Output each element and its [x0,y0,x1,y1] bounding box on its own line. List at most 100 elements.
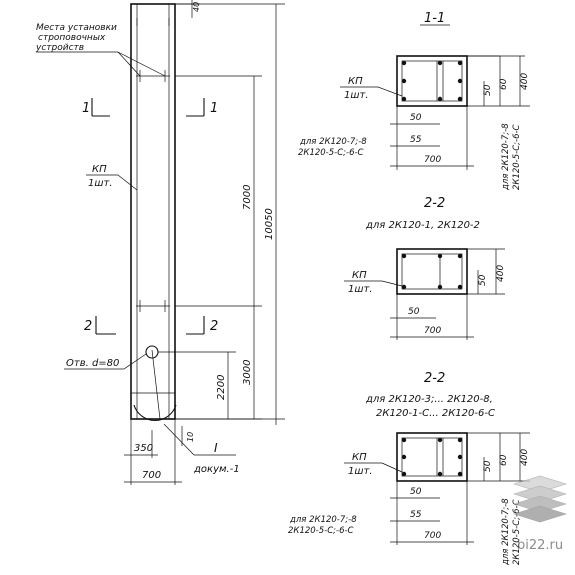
section-mark-2-left: 2 [84,319,92,334]
s11-note-left-1: для 2К120-7;-8 [299,137,367,147]
s11-dim-55-text: 55 [410,135,422,145]
watermark-text: bi22.ru [517,538,563,553]
rebar-dot [437,96,443,102]
section-2-2-b-stirrup [401,437,463,477]
section-1-1-kp-qty: 1шт. [344,90,369,101]
section-2-2-b-kp-label: КП [352,452,367,463]
s22a-dim-700-text: 700 [424,326,441,336]
rebar-dot [401,253,407,259]
dim-2200-text: 2200 [216,375,227,400]
section-1-1-kp-label: КП [348,76,363,87]
s11-dim-400-text: 400 [520,73,530,90]
rebar-dot [437,284,443,290]
note-line-3: устройств [35,43,84,53]
section-1-1-outline [396,55,468,107]
rebar-dot [401,437,407,443]
rebar-dot [457,253,463,259]
inner-slant-line [151,349,161,420]
s22b-note-right-2: 2К120-5-С;-6-С [512,499,522,565]
s22b-dim-50-bottom-text: 50 [410,487,422,497]
detail-mark: I [214,441,218,455]
section-2-2-a-kp-qty: 1шт. [348,284,373,295]
s22b-dim-400-text: 400 [520,449,530,466]
s22a-dim-400-text: 400 [496,265,506,282]
s22b-dim-50-text: 50 [483,460,493,472]
watermark-stack-icon [512,475,568,523]
section-2-2-b-title: 2-2 [424,371,445,386]
section-2-2-b-kp-leader [381,462,403,473]
rebar-dot [401,284,407,290]
section-2-2-a-outline [396,248,468,295]
section-2-2-b-subtitle-2: 2К120-1-С... 2К120-6-С [376,408,495,419]
rebar-dot [401,454,407,460]
rebar-dot [457,96,463,102]
base-arc [133,404,177,421]
rebar-dot [457,284,463,290]
kp-leader [117,174,138,191]
rebar-dot [401,471,407,477]
s22b-dim-700-text: 700 [424,531,441,541]
note-line-1: Места установки [36,23,117,33]
dim-700-text: 700 [142,470,161,481]
rebar-dot [437,437,443,443]
hole-leader [123,353,147,370]
s11-note-left-2: 2К120-5-С;-6-С [298,148,364,158]
dim-3000-text: 3000 [242,360,253,385]
rebar-dot [457,454,463,460]
section-1-1-kp-leader [377,86,403,97]
section-2-2-b-subtitle-1: для 2К120-3;... 2К120-8, [365,394,493,405]
s22a-dim-50-text: 50 [478,274,488,286]
rebar-dot [401,78,407,84]
section-mark-1-left: 1 [82,101,90,116]
s22b-note-right-1: для 2К120-7;-8 [501,498,511,566]
s11-dim-50-bottom-text: 50 [410,113,422,123]
s22a-dim-50-bottom-text: 50 [408,307,420,317]
section-mark-2-right: 2 [210,319,218,334]
doc-ref: докум.-1 [193,464,240,475]
dim-40-text: 40 [192,2,201,12]
section-2-2-a-subtitle: для 2К120-1, 2К120-2 [365,220,480,231]
section-2-2-b-outline [396,432,468,482]
dim-350-text: 350 [134,443,153,454]
column-elevation: Места установки строповочных устройств 4… [35,0,285,485]
dim-10050-text: 10050 [264,208,275,240]
rebar-dot [457,78,463,84]
rebar-dot [437,60,443,66]
section-mark-1-right: 1 [210,101,218,116]
rebar-dot [457,437,463,443]
section-2-2-b-kp-qty: 1шт. [348,466,373,477]
rebar-dot [401,96,407,102]
section-1-1-stirrup [401,60,463,102]
rebar-dot [437,471,443,477]
dim-7000-text: 7000 [242,185,253,210]
rebar-dot [457,60,463,66]
section-1-1-title: 1-1 [424,11,445,26]
s22b-note-left-2: 2К120-5-С;-6-С [288,526,354,536]
section-2-2-b: 2-2 для 2К120-3;... 2К120-8, 2К120-1-С..… [288,371,530,566]
section-2-2-a-kp-leader [381,280,403,287]
note-line-2: строповочных [38,33,106,43]
note-leader-1 [117,51,141,77]
s11-note-right-1: для 2К120-7;-8 [501,123,511,191]
rebar-dot [437,253,443,259]
section-2-2-a-kp-label: КП [352,270,367,281]
dim-10-text: 10 [186,432,195,442]
s22b-note-left-1: для 2К120-7;-8 [289,515,357,525]
kp-label: КП [92,164,107,175]
section-2-2-a-stirrup [401,253,463,290]
rebar-dot [401,60,407,66]
detail-leader [163,423,195,456]
section-1-1: 1-1 КП 1шт. 50 60 400 50 55 [298,11,530,191]
s11-dim-700-text: 700 [424,155,441,165]
watermark: bi22.ru [512,475,568,553]
s11-dim-60-text: 60 [499,78,509,90]
hole-label: Отв. d=80 [66,358,119,369]
column-outline [130,3,176,420]
s11-note-right-2: 2К120-5-С;-6-С [512,124,522,190]
s11-dim-50-text: 50 [483,84,493,96]
section-2-2-a-title: 2-2 [424,196,445,211]
rebar-dot [457,471,463,477]
note-leader-2 [117,51,166,77]
s22b-dim-55-text: 55 [410,510,422,520]
